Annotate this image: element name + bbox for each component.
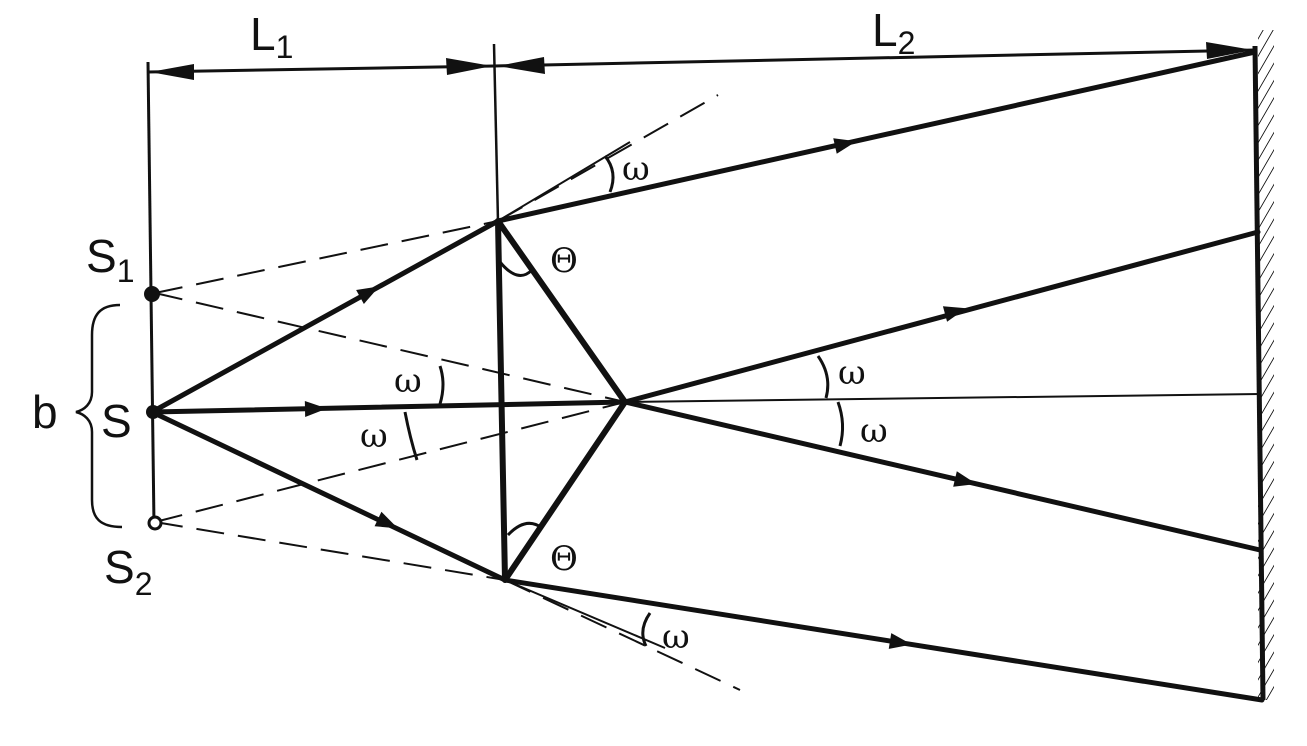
point-sources	[144, 286, 163, 531]
biprism-outline	[495, 218, 628, 583]
s1-to-center-dashed	[154, 292, 626, 403]
screen	[1252, 30, 1274, 701]
b-brace	[75, 303, 123, 529]
ray-arrow	[356, 286, 380, 305]
omega-arc-top	[603, 155, 615, 193]
omega-arc-right-upper	[816, 355, 830, 399]
dimension-arrowheads	[150, 42, 1253, 80]
omega-label-center-left-lower: ω	[360, 416, 388, 456]
s2-to-lower-vertex-dashed	[154, 521, 506, 581]
thin-lines	[497, 141, 1261, 649]
s1-point	[144, 286, 160, 302]
s2-label: S2	[104, 541, 152, 602]
omega-label-bottom: ω	[662, 617, 690, 657]
omega-arc-center-left-upper	[438, 365, 445, 405]
ray-source-to-upper-vertex	[149, 218, 501, 415]
s2-point	[147, 515, 163, 531]
rays	[149, 49, 1265, 703]
ray-arrow	[888, 633, 912, 649]
omega-label-center-left-upper: ω	[394, 361, 422, 401]
ray-center-down-to-screen	[622, 399, 1263, 553]
screen-line	[1252, 45, 1266, 701]
l2-left-arrowhead	[498, 57, 545, 74]
ray-source-to-center	[149, 399, 628, 415]
l1-right-arrowhead	[446, 58, 492, 75]
omega-arc-center-left-lower	[403, 411, 419, 461]
ray-upper-vertex-to-screen	[495, 49, 1258, 224]
vertical-lines	[146, 43, 500, 526]
biprism-plane-line	[492, 43, 500, 223]
l2-label: L2	[872, 4, 915, 61]
angle-arcs	[403, 155, 845, 647]
l1-dimension-line	[147, 64, 495, 74]
l2-dimension-line	[493, 48, 1256, 68]
dimension-lines	[147, 48, 1256, 74]
omega-label-right-lower: ω	[860, 411, 888, 451]
ray-arrow	[374, 511, 398, 529]
l1-label: L1	[250, 8, 293, 65]
b-label: b	[32, 386, 58, 438]
lower-dashed-extension	[504, 579, 741, 691]
l2-right-arrowhead	[1206, 42, 1253, 59]
omega-arc-right-lower	[836, 401, 845, 447]
axis-line	[624, 393, 1261, 403]
theta-arc-bottom	[506, 521, 543, 537]
s1-to-upper-vertex-dashed	[154, 220, 499, 294]
s1-label: S1	[86, 230, 134, 289]
theta-label-top: Θ	[550, 241, 578, 281]
theta-arc-top	[498, 261, 534, 277]
omega-label-right-upper: ω	[838, 353, 866, 393]
lower-face-normal	[504, 579, 666, 649]
omega-label-top: ω	[622, 149, 650, 189]
ray-center-up-to-screen	[622, 229, 1261, 405]
s-label: S	[101, 395, 132, 447]
ray-lower-vertex-to-screen	[502, 577, 1265, 703]
s-point	[146, 405, 160, 419]
ray-arrow	[942, 306, 967, 322]
theta-label-bottom: Θ	[550, 539, 578, 579]
s2-to-center-dashed	[154, 401, 626, 523]
ray-arrow	[953, 471, 977, 487]
ray-arrow	[833, 138, 857, 154]
biprism	[495, 218, 628, 583]
ray-arrows	[304, 138, 977, 649]
l1-left-arrowhead	[150, 64, 194, 80]
ray-arrow	[304, 401, 327, 417]
omega-arc-bottom	[641, 612, 652, 647]
ray-source-to-lower-vertex	[149, 409, 508, 583]
